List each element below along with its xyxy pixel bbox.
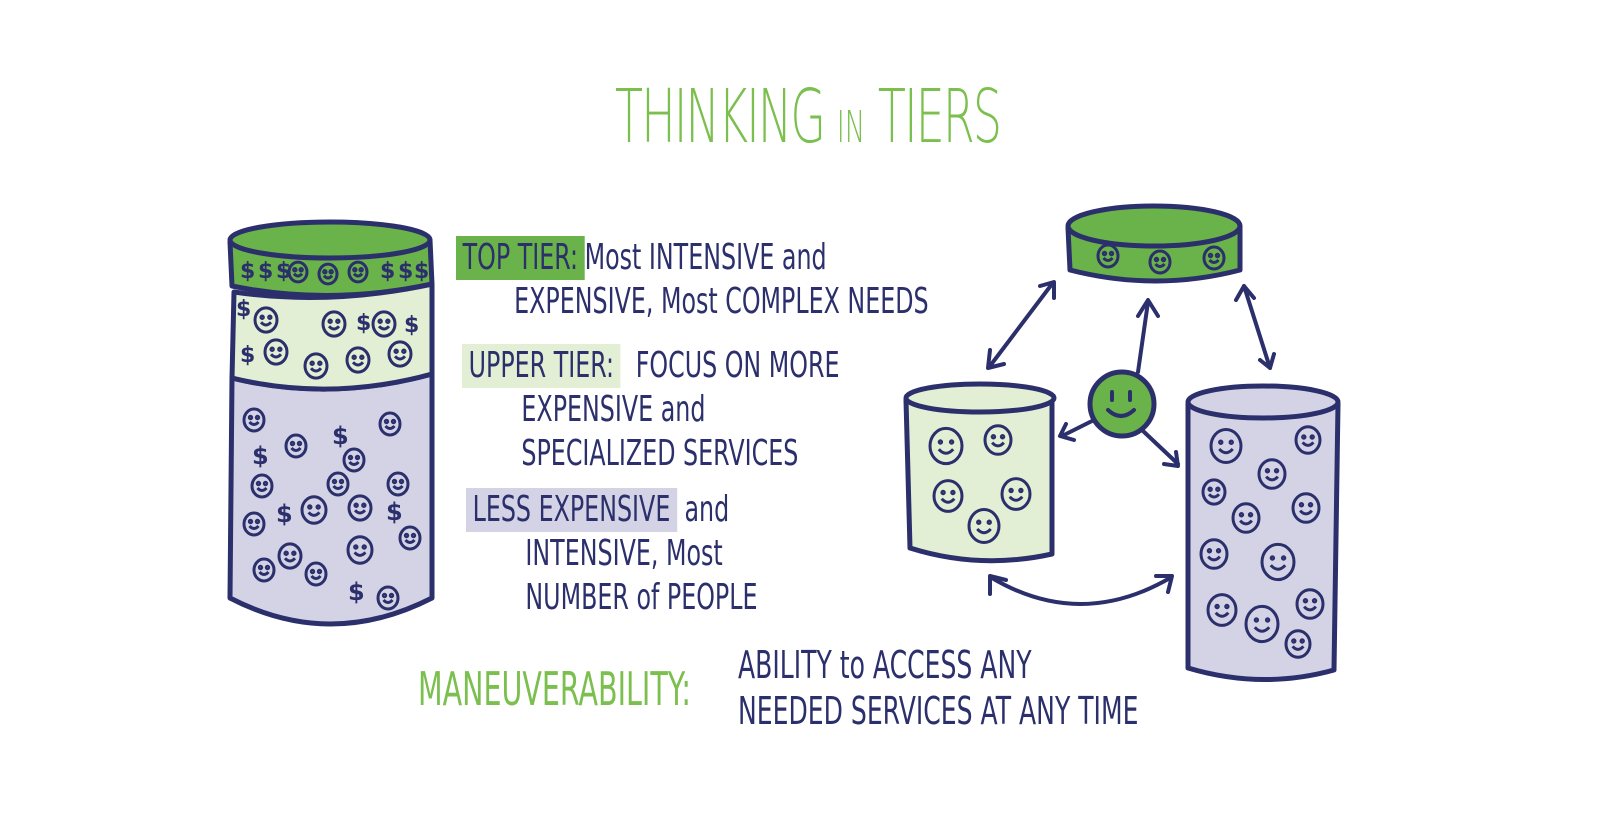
- smiley-face-icon: [253, 306, 279, 334]
- smiley-face-icon: [387, 340, 413, 368]
- dollar-sign-icon: $: [276, 500, 293, 528]
- smiley-face-icon: [347, 260, 369, 284]
- upper-tier-line2: EXPENSIVE and: [521, 389, 706, 430]
- dollar-sign-icon: $: [348, 578, 365, 606]
- title-word-in: IN: [837, 102, 866, 153]
- smiley-face-icon: [1260, 542, 1296, 582]
- smiley-face-icon: [371, 310, 397, 338]
- top-tier-tag: TOP TIER:: [456, 236, 585, 280]
- dollar-sign-icon: $: [398, 259, 413, 284]
- smiley-face-icon: [1231, 502, 1261, 534]
- top-tier-line1: Most INTENSIVE and: [584, 237, 827, 278]
- dollar-sign-icon: $: [258, 259, 273, 284]
- smiley-face-icon: [932, 479, 964, 513]
- maneuverability-description: ABILITY to ACCESS ANY NEEDED SERVICES AT…: [738, 642, 1138, 734]
- arrow-person-to-top: [1136, 300, 1150, 374]
- smiley-face-icon: [1257, 458, 1287, 490]
- smiley-face-icon: [983, 424, 1013, 456]
- smiley-face-icon: [347, 494, 373, 522]
- diagram-title: THINKING IN TIERS: [0, 74, 1616, 160]
- smiley-face-icon: [398, 525, 422, 551]
- smiley-face-icon: [1244, 604, 1280, 644]
- title-word-tiers: TIERS: [878, 74, 1002, 160]
- smiley-face-icon: [386, 471, 410, 497]
- smiley-face-icon: [342, 447, 366, 473]
- dollar-sign-icon: $: [332, 422, 349, 450]
- upper-tier-line1: FOCUS ON MORE: [635, 345, 840, 386]
- smiley-face-icon: [252, 557, 276, 583]
- smiley-face-icon: [346, 535, 374, 565]
- dollar-sign-icon: $: [356, 311, 371, 336]
- upper-tier-description: UPPER TIER: FOCUS ON MORE EXPENSIVE and …: [462, 344, 839, 476]
- smiley-face-icon: [1096, 243, 1120, 269]
- smiley-face-icon: [1201, 478, 1227, 506]
- top-tier-lid: [227, 219, 433, 261]
- lower-tier-line1: and: [684, 489, 730, 530]
- maneuverability-label: MANEUVERABILITY:: [418, 662, 691, 716]
- upper-tier-tag: UPPER TIER:: [462, 344, 621, 388]
- smiley-face-icon: [242, 407, 266, 433]
- dollar-sign-icon: $: [276, 259, 291, 284]
- smiley-face-icon: [263, 338, 289, 366]
- lower-tier-line3: NUMBER of PEOPLE: [525, 577, 758, 618]
- smiley-face-icon: [378, 411, 402, 437]
- smiley-face-icon: [277, 542, 303, 570]
- top-tier-line2: EXPENSIVE, Most COMPLEX NEEDS: [514, 281, 929, 322]
- smiley-face-icon: [928, 426, 964, 466]
- upper-tier-drum: [903, 381, 1057, 564]
- smiley-face-icon: [242, 511, 266, 537]
- center-person-face: [1106, 390, 1136, 418]
- dollar-sign-icon: $: [380, 259, 395, 284]
- smiley-face-icon: [303, 352, 329, 380]
- arrow-middle-to-tall: [990, 576, 1172, 606]
- smiley-face-icon: [1206, 593, 1238, 627]
- smiley-face-icon: [1000, 477, 1032, 511]
- smiley-face-icon: [321, 310, 347, 338]
- smiley-face-icon: [317, 262, 339, 286]
- dollar-sign-icon: $: [414, 259, 429, 284]
- smiley-face-icon: [967, 508, 1001, 544]
- maneuverability-line1: ABILITY to ACCESS ANY: [738, 643, 1032, 687]
- smiley-face-icon: [1295, 588, 1325, 620]
- dollar-sign-icon: $: [240, 343, 255, 368]
- maneuverability-line2: NEEDED SERVICES AT ANY TIME: [738, 689, 1139, 733]
- lower-tier-line2: INTENSIVE, Most: [525, 533, 723, 574]
- arrow-person-to-middle: [1060, 418, 1096, 438]
- smiley-face-icon: [376, 585, 400, 611]
- title-word-thinking: THINKING: [615, 74, 826, 160]
- smiley-face-icon: [287, 260, 309, 284]
- upper-tier-line3: SPECIALIZED SERVICES: [521, 433, 799, 474]
- dollar-sign-icon: $: [252, 442, 269, 470]
- center-person-icon: [1087, 369, 1157, 439]
- lower-tier-drum: [1185, 383, 1341, 683]
- smiley-face-icon: [250, 473, 274, 499]
- smiley-face-icon: [1294, 425, 1322, 455]
- lower-tier-tag: LESS EXPENSIVE: [466, 488, 677, 532]
- smiley-face-icon: [304, 561, 328, 587]
- arrow-person-to-tall: [1140, 428, 1180, 466]
- smiley-face-icon: [326, 471, 350, 497]
- smiley-face-icon: [1209, 428, 1243, 464]
- smiley-face-icon: [284, 433, 308, 459]
- smiley-face-icon: [1284, 629, 1312, 659]
- lower-tier-description: LESS EXPENSIVE and INTENSIVE, Most NUMBE…: [466, 488, 758, 620]
- top-tier-description: TOP TIER:Most INTENSIVE and EXPENSIVE, M…: [456, 236, 929, 324]
- dollar-sign-icon: $: [240, 259, 255, 284]
- smiley-face-icon: [1199, 538, 1229, 570]
- dollar-sign-icon: $: [386, 498, 403, 526]
- arrow-top-to-tall: [1242, 284, 1272, 370]
- smiley-face-icon: [345, 346, 371, 374]
- connection-arrows: [986, 280, 1276, 606]
- smiley-face-icon: [1291, 492, 1321, 524]
- arrow-top-to-middle: [988, 282, 1054, 368]
- smiley-face-icon: [300, 495, 328, 525]
- dollar-sign-icon: $: [236, 297, 251, 322]
- dollar-sign-icon: $: [404, 313, 419, 338]
- smiley-face-icon: [1148, 249, 1172, 275]
- smiley-face-icon: [1202, 245, 1226, 271]
